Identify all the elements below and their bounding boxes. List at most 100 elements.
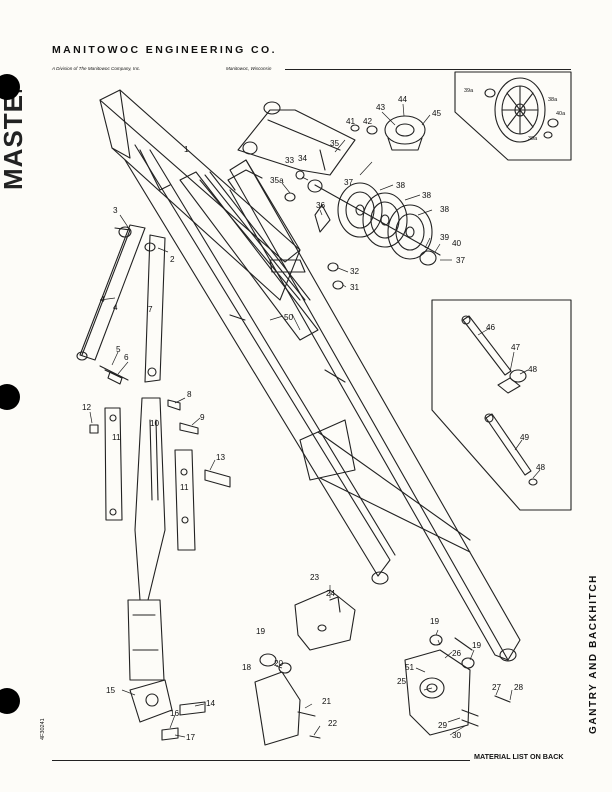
bracket-23: [294, 589, 356, 651]
callout-15: 15: [106, 686, 116, 695]
inset-links-box: [431, 299, 572, 511]
callout-19a: 19: [256, 627, 266, 636]
callout-19b: 19: [430, 617, 440, 626]
backhitch-links: [76, 224, 166, 383]
drawing-number: 4F30241: [40, 718, 46, 740]
callout-3: 3: [113, 206, 118, 215]
callout-17: 17: [186, 733, 196, 742]
callout-40a: 40a: [556, 111, 566, 117]
callout-26: 26: [452, 649, 462, 658]
callout-43: 43: [376, 103, 386, 112]
callout-39: 39: [440, 233, 450, 242]
spacer-35a: [284, 192, 296, 202]
company-location: Manitowoc, Wisconsin: [226, 66, 272, 71]
header-rule: [285, 69, 571, 70]
clevis-15: [129, 679, 206, 741]
callout-22: 22: [328, 719, 338, 728]
sheave-frame-35: [237, 101, 356, 176]
callout-33: 33: [285, 156, 295, 165]
washer-33: [295, 170, 305, 180]
callout-11b: 11: [180, 483, 189, 492]
sheave-44: [384, 115, 426, 151]
callout-35a: 35a: [270, 176, 284, 185]
callout-44: 44: [398, 95, 408, 104]
callout-37b: 37: [456, 256, 466, 265]
callout-18: 18: [242, 663, 252, 672]
inset-sheave-box: [454, 71, 572, 161]
callout-41: 41: [346, 117, 356, 126]
inset-sheave: [484, 77, 559, 143]
callout-16: 16: [170, 709, 180, 718]
callout-5: 5: [116, 345, 121, 354]
pin-6: [107, 371, 123, 385]
callout-39a-bottom: 39a: [528, 136, 538, 142]
callout-14: 14: [206, 699, 216, 708]
binder-hole-top: [0, 74, 20, 100]
bolt-41: [350, 124, 360, 132]
pin-9: [179, 422, 199, 435]
callout-38c: 38: [440, 205, 450, 214]
callout-45: 45: [432, 109, 442, 118]
callout-42: 42: [363, 117, 373, 126]
callout-4a: 4: [100, 295, 105, 304]
bearing-39: [419, 250, 437, 266]
inset-link-46: [461, 315, 527, 383]
callout-28: 28: [514, 683, 524, 692]
callout-12: 12: [82, 403, 92, 412]
binder-hole-middle: [0, 384, 20, 410]
inset-link-49: [484, 413, 538, 486]
assembly-25: [404, 634, 511, 736]
callout-13: 13: [216, 453, 226, 462]
callout-38a: 38: [396, 181, 406, 190]
callout-37a: 37: [344, 178, 354, 187]
callout-1: 1: [184, 145, 189, 154]
company-subtitle: A Division of The Manitowoc Company, Inc…: [52, 66, 141, 71]
page-title: GANTRY AND BACKHITCH: [588, 574, 599, 734]
callout-4b: 4: [113, 303, 118, 312]
callout-46: 46: [486, 323, 496, 332]
callout-2: 2: [170, 255, 175, 264]
material-list-note: MATERIAL LIST ON BACK: [474, 752, 564, 761]
callout-10: 10: [150, 419, 160, 428]
callout-7: 7: [148, 305, 153, 314]
hub-37: [307, 179, 323, 193]
pendant-links: [104, 397, 196, 681]
callout-27: 27: [492, 683, 502, 692]
callout-30: 30: [452, 731, 462, 740]
company-name: MANITOWOC ENGINEERING CO.: [52, 44, 277, 56]
callout-32: 32: [350, 267, 360, 276]
callout-48a: 48: [528, 365, 538, 374]
callout-51: 51: [405, 663, 415, 672]
callout-39a-top: 39a: [464, 88, 474, 94]
nut-32: [327, 262, 339, 272]
pin-8: [167, 399, 181, 411]
nut-31: [332, 280, 344, 290]
callout-40: 40: [452, 239, 462, 248]
callout-50: 50: [284, 313, 294, 322]
nut-42: [366, 125, 378, 135]
binder-hole-bottom: [0, 688, 20, 714]
callout-8: 8: [187, 390, 192, 399]
callout-11a: 11: [112, 433, 121, 442]
footer-rule: [52, 760, 470, 761]
callout-19c: 19: [472, 641, 482, 650]
bracket-36: [314, 204, 331, 233]
callout-38b: 38: [422, 191, 432, 200]
sheaves-38: [314, 182, 441, 260]
callout-31: 31: [350, 283, 360, 292]
callout-24: 24: [326, 589, 336, 598]
callout-23: 23: [310, 573, 320, 582]
bracket-18: [254, 653, 321, 746]
callout-47: 47: [511, 343, 521, 352]
gantry-frame: [99, 89, 521, 662]
callout-25: 25: [397, 677, 407, 686]
callout-20: 20: [274, 659, 284, 668]
callout-9: 9: [200, 413, 205, 422]
pin-12: [89, 424, 99, 434]
callout-36: 36: [316, 201, 326, 210]
callout-35: 35: [330, 139, 340, 148]
callout-6: 6: [124, 353, 129, 362]
callout-38a-inset: 38a: [548, 97, 558, 103]
callout-34: 34: [298, 154, 308, 163]
